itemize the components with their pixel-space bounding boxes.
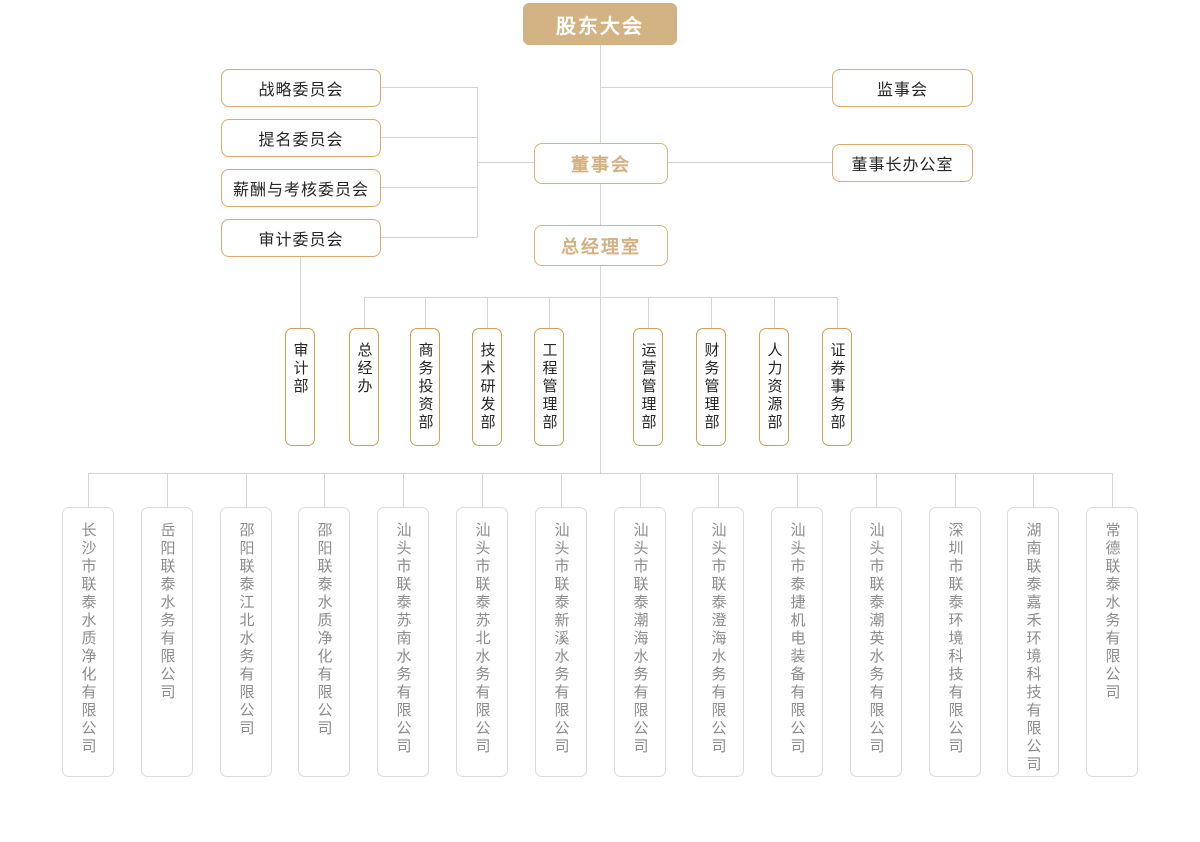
node-dept-human-resources: 人力资源部 (759, 328, 789, 446)
connector-line (364, 297, 837, 298)
node-subsidiary-changsha-water-purification: 长沙市联泰水质净化有限公司 (62, 507, 114, 777)
dept-label: 工程管理部 (540, 342, 558, 432)
node-subsidiary-shaoyang-water-purification: 邵阳联泰水质净化有限公司 (298, 507, 350, 777)
node-subsidiary-shaoyang-jiangbei-water: 邵阳联泰江北水务有限公司 (220, 507, 272, 777)
node-subsidiary-shantou-chaoying-water: 汕头市联泰潮英水务有限公司 (850, 507, 902, 777)
connector-line (379, 237, 477, 238)
connector-line (640, 473, 641, 507)
connector-line (600, 87, 832, 88)
connector-line (876, 473, 877, 507)
node-remuneration-committee: 薪酬与考核委员会 (221, 169, 381, 207)
connector-line (167, 473, 168, 507)
connector-line (955, 473, 956, 507)
dept-label: 财务管理部 (702, 342, 720, 432)
node-subsidiary-shantou-subei-water: 汕头市联泰苏北水务有限公司 (456, 507, 508, 777)
subsidiary-label: 汕头市联泰潮英水务有限公司 (867, 522, 885, 756)
subsidiary-label: 常德联泰水务有限公司 (1103, 522, 1121, 702)
connector-line (482, 473, 483, 507)
node-dept-tech-rd: 技术研发部 (472, 328, 502, 446)
connector-line (774, 297, 775, 328)
node-subsidiary-yueyang-water: 岳阳联泰水务有限公司 (141, 507, 193, 777)
node-supervisory-board: 监事会 (832, 69, 973, 107)
node-subsidiary-shantou-chaohai-water: 汕头市联泰潮海水务有限公司 (614, 507, 666, 777)
dept-label: 审计部 (291, 342, 309, 396)
connector-line (549, 297, 550, 328)
connector-line (246, 473, 247, 507)
node-strategy-committee: 战略委员会 (221, 69, 381, 107)
connector-line (1033, 473, 1034, 507)
connector-line (477, 162, 534, 163)
node-subsidiary-shantou-sunan-water: 汕头市联泰苏南水务有限公司 (377, 507, 429, 777)
node-dept-audit: 审计部 (285, 328, 315, 446)
connector-line (837, 297, 838, 328)
connector-line (403, 473, 404, 507)
node-subsidiary-shenzhen-environment-tech: 深圳市联泰环境科技有限公司 (929, 507, 981, 777)
node-general-manager-office: 总经理室 (534, 225, 668, 266)
subsidiary-label: 长沙市联泰水质净化有限公司 (79, 522, 97, 756)
node-dept-business-investment: 商务投资部 (410, 328, 440, 446)
connector-line (648, 297, 649, 328)
node-dept-finance-mgmt: 财务管理部 (696, 328, 726, 446)
node-dept-operations-mgmt: 运营管理部 (633, 328, 663, 446)
subsidiary-label: 深圳市联泰环境科技有限公司 (946, 522, 964, 756)
connector-line (88, 473, 89, 507)
dept-label: 商务投资部 (416, 342, 434, 432)
connector-line (666, 162, 832, 163)
subsidiary-label: 湖南联泰嘉禾环境科技有限公司 (1024, 522, 1042, 774)
node-subsidiary-shantou-chenghai-water: 汕头市联泰澄海水务有限公司 (692, 507, 744, 777)
connector-line (1112, 473, 1113, 507)
node-subsidiary-shantou-taijie-equipment: 汕头市泰捷机电装备有限公司 (771, 507, 823, 777)
connector-line (379, 137, 477, 138)
node-board-of-directors: 董事会 (534, 143, 668, 184)
connector-line (379, 87, 477, 88)
connector-line (364, 297, 365, 328)
subsidiary-label: 邵阳联泰江北水务有限公司 (237, 522, 255, 738)
connector-line (561, 473, 562, 507)
connector-line (718, 473, 719, 507)
subsidiary-label: 汕头市联泰苏南水务有限公司 (394, 522, 412, 756)
node-subsidiary-hunan-jiahe-environment: 湖南联泰嘉禾环境科技有限公司 (1007, 507, 1059, 777)
connector-line (797, 473, 798, 507)
dept-label: 证券事务部 (828, 342, 846, 432)
subsidiary-label: 汕头市联泰苏北水务有限公司 (473, 522, 491, 756)
subsidiary-label: 汕头市泰捷机电装备有限公司 (788, 522, 806, 756)
dept-label: 人力资源部 (765, 342, 783, 432)
node-subsidiary-changde-water: 常德联泰水务有限公司 (1086, 507, 1138, 777)
node-dept-engineering-mgmt: 工程管理部 (534, 328, 564, 446)
dept-label: 总经办 (355, 342, 373, 396)
connector-line (711, 297, 712, 328)
subsidiary-label: 汕头市联泰潮海水务有限公司 (631, 522, 649, 756)
connector-line (88, 473, 1112, 474)
node-dept-gm-admin: 总经办 (349, 328, 379, 446)
subsidiary-label: 汕头市联泰新溪水务有限公司 (552, 522, 570, 756)
connector-line (300, 254, 301, 328)
node-shareholders-meeting: 股东大会 (523, 3, 677, 45)
dept-label: 运营管理部 (639, 342, 657, 432)
connector-line (600, 182, 601, 226)
node-subsidiary-shantou-xinxi-water: 汕头市联泰新溪水务有限公司 (535, 507, 587, 777)
node-nomination-committee: 提名委员会 (221, 119, 381, 157)
node-audit-committee: 审计委员会 (221, 219, 381, 257)
node-dept-securities-affairs: 证券事务部 (822, 328, 852, 446)
connector-line (379, 187, 477, 188)
connector-line (425, 297, 426, 328)
subsidiary-label: 岳阳联泰水务有限公司 (158, 522, 176, 702)
subsidiary-label: 汕头市联泰澄海水务有限公司 (709, 522, 727, 756)
connector-line (487, 297, 488, 328)
dept-label: 技术研发部 (478, 342, 496, 432)
connector-line (600, 45, 601, 143)
node-chairman-office: 董事长办公室 (832, 144, 973, 182)
connector-line (600, 264, 601, 473)
subsidiary-label: 邵阳联泰水质净化有限公司 (315, 522, 333, 738)
connector-line (324, 473, 325, 507)
